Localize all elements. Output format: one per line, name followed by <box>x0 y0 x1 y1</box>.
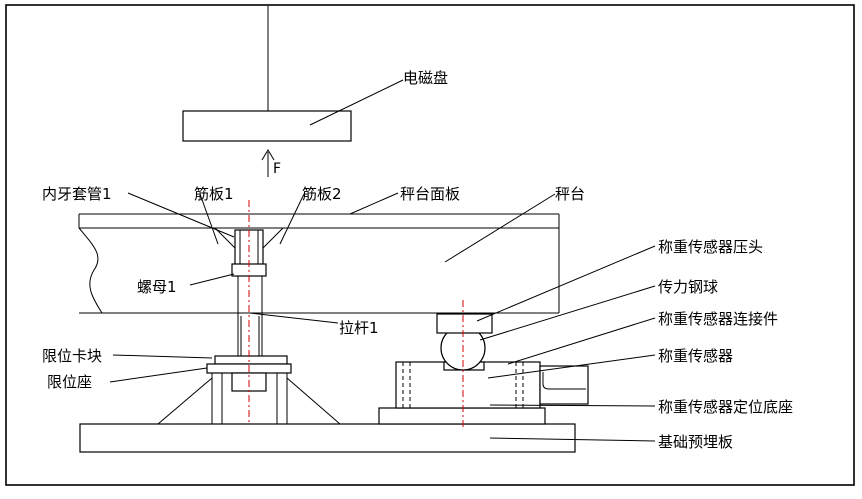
label-sensor-base: 称重传感器定位底座 <box>658 398 793 416</box>
load-cell-notch <box>542 372 586 390</box>
force-arrowhead <box>261 149 275 161</box>
label-foundation-plate: 基础预埋板 <box>658 433 733 451</box>
label-sensor-connector: 称重传感器连接件 <box>658 310 778 328</box>
pull-rod <box>237 276 263 356</box>
label-rib-plate-1: 筋板1 <box>194 185 234 203</box>
label-electromagnetic-disk: 电磁盘 <box>403 69 448 87</box>
limit-block <box>214 355 288 365</box>
leader-lines <box>109 79 656 442</box>
sensor-pressure-head <box>436 313 493 334</box>
label-sensor-pressure-head: 称重传感器压头 <box>658 238 763 256</box>
electromagnetic-disk <box>182 110 352 142</box>
diagram-frame <box>5 4 855 486</box>
label-steel-ball: 传力钢球 <box>658 278 718 296</box>
label-limit-block: 限位卡块 <box>42 347 102 365</box>
label-force: F <box>273 161 281 177</box>
rib-plate-2 <box>262 227 284 249</box>
label-rib-plate-2: 筋板2 <box>302 185 342 203</box>
scale-platform <box>78 213 560 314</box>
sensor-base <box>378 407 546 425</box>
label-pull-rod: 拉杆1 <box>339 319 379 337</box>
label-scale-top-plate: 秤台面板 <box>400 185 460 203</box>
limit-seat <box>157 373 341 425</box>
label-load-cell: 称重传感器 <box>658 347 733 365</box>
rib-plate-1 <box>214 227 236 249</box>
label-inner-thread-sleeve: 内牙套管1 <box>42 185 112 203</box>
label-scale-platform: 秤台 <box>555 185 585 203</box>
label-nut: 螺母1 <box>137 278 177 296</box>
label-limit-seat: 限位座 <box>47 373 92 391</box>
break-line <box>78 227 103 314</box>
load-cell-extension <box>539 365 589 405</box>
